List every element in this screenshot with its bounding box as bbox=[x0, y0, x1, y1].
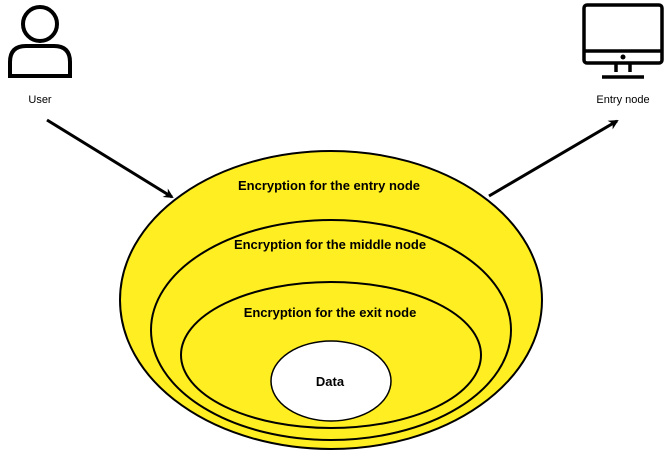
data-label: Data bbox=[316, 374, 345, 389]
entry-node-label: Entry node bbox=[596, 94, 649, 106]
middle-node-encryption-label: Encryption for the middle node bbox=[234, 237, 426, 252]
entry-node-encryption-label: Encryption for the entry node bbox=[238, 178, 420, 193]
monitor-power-dot bbox=[620, 54, 626, 60]
data-core bbox=[270, 340, 392, 422]
arrow-onion-to-entry-node bbox=[488, 119, 619, 198]
arrow-user-to-onion bbox=[46, 118, 174, 199]
monitor-icon bbox=[582, 3, 664, 79]
user-icon bbox=[8, 5, 72, 78]
exit-node-encryption-label: Encryption for the exit node bbox=[244, 305, 417, 320]
user-label: User bbox=[28, 94, 52, 106]
